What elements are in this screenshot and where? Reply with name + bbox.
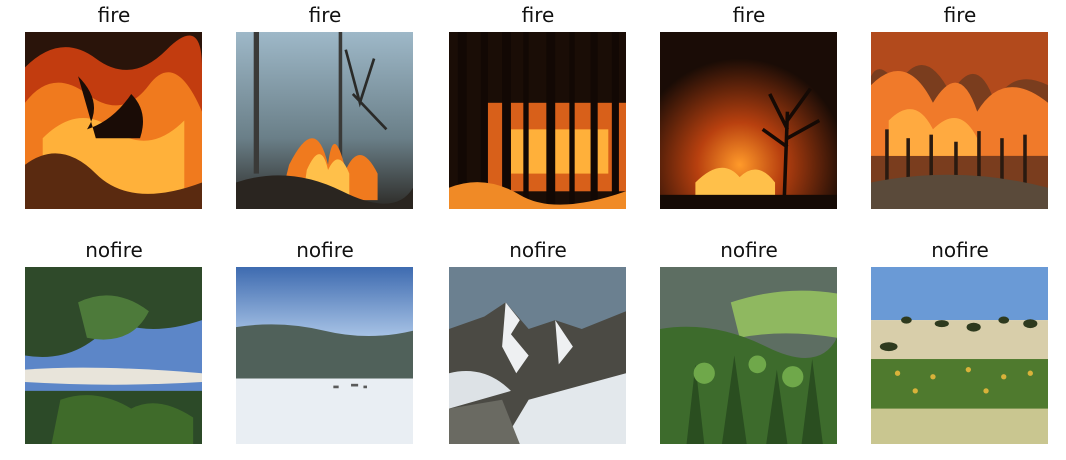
image-label: fire (308, 3, 342, 27)
nofire-image (236, 267, 413, 444)
image-label: fire (732, 3, 766, 27)
image-label: nofire (296, 238, 354, 262)
fire-image (236, 32, 413, 209)
fire-image (25, 32, 202, 209)
image-label: nofire (85, 238, 143, 262)
nofire-image (660, 267, 837, 444)
fire-image (660, 32, 837, 209)
image-label: nofire (509, 238, 567, 262)
fire-image (449, 32, 626, 209)
nofire-image (25, 267, 202, 444)
image-label: nofire (931, 238, 989, 262)
image-label: fire (521, 3, 555, 27)
nofire-image (449, 267, 626, 444)
image-label: fire (943, 3, 977, 27)
nofire-image (871, 267, 1048, 444)
fire-image (871, 32, 1048, 209)
image-label: fire (97, 3, 131, 27)
image-label: nofire (720, 238, 778, 262)
